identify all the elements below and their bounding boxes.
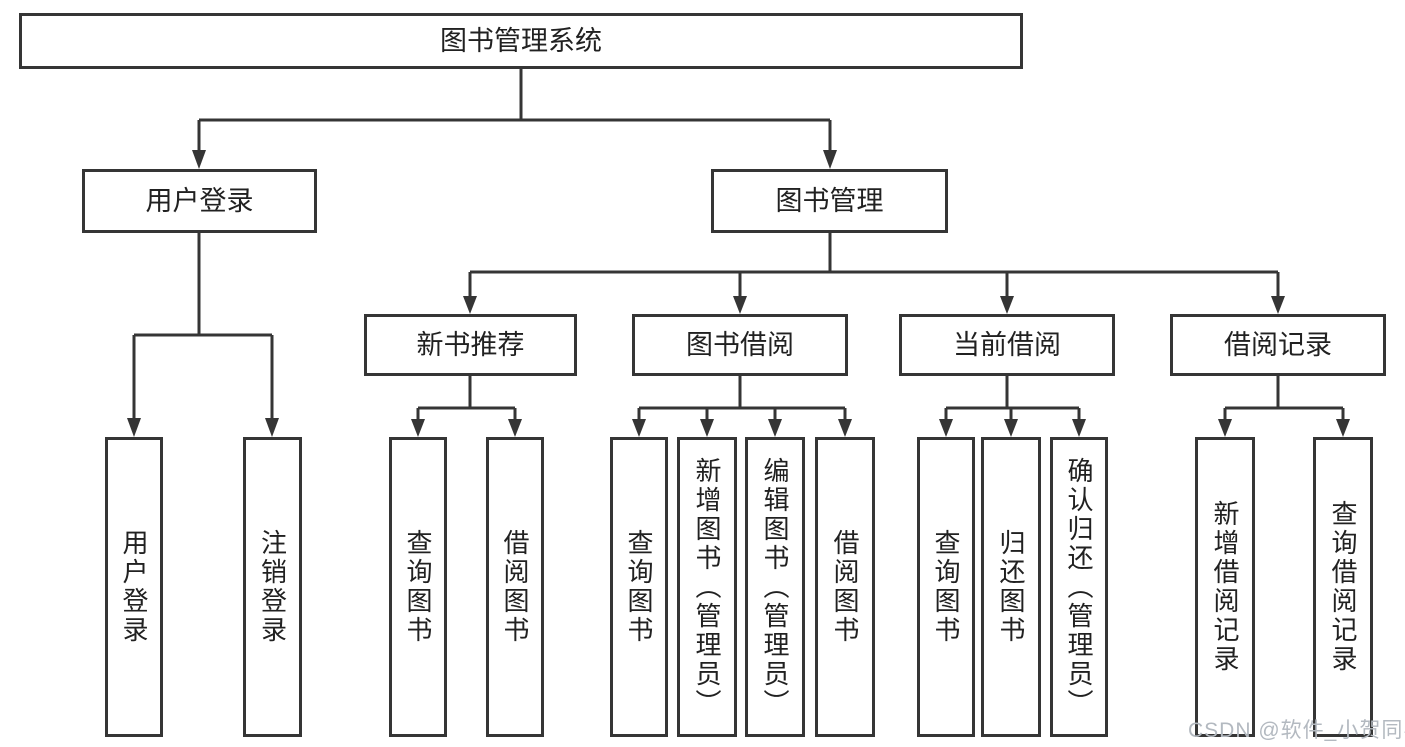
connector-book-borrow-branch	[637, 376, 847, 420]
node-book-borrow: 图书借阅	[632, 314, 848, 376]
arrow-down-icon	[463, 296, 477, 314]
arrow-down-icon	[1072, 419, 1086, 437]
arrow-down-icon	[768, 419, 782, 437]
node-new-book-recommend: 新书推荐	[364, 314, 577, 376]
leaf-query-borrow-record: 查询借阅记录	[1313, 437, 1373, 737]
arrowheads	[127, 150, 1350, 437]
arrow-down-icon	[508, 419, 522, 437]
connector-root-to-level1	[197, 69, 832, 152]
arrow-down-icon	[1336, 419, 1350, 437]
leaf-query-books-current: 查询图书	[917, 437, 975, 737]
arrow-down-icon	[1271, 296, 1285, 314]
node-borrow-record: 借阅记录	[1170, 314, 1386, 376]
node-root-library-system: 图书管理系统	[19, 13, 1023, 69]
connector-book-management-branch	[468, 233, 1280, 297]
connector-current-borrow-branch	[944, 376, 1081, 420]
leaf-user-login: 用户登录	[105, 437, 163, 737]
leaf-query-books-recommend: 查询图书	[389, 437, 447, 737]
arrow-down-icon	[265, 418, 279, 437]
leaf-edit-books-admin: 编辑图书（管理员）	[745, 437, 805, 737]
arrow-down-icon	[700, 419, 714, 437]
arrow-down-icon	[733, 296, 747, 314]
leaf-borrow-books-recommend: 借阅图书	[486, 437, 544, 737]
arrow-down-icon	[1218, 419, 1232, 437]
arrow-down-icon	[1000, 296, 1014, 314]
node-current-borrow: 当前借阅	[899, 314, 1115, 376]
arrow-down-icon	[1004, 419, 1018, 437]
node-book-management: 图书管理	[711, 169, 948, 233]
watermark: CSDN @软件_小贺同学	[1188, 719, 1405, 742]
arrow-down-icon	[411, 419, 425, 437]
leaf-confirm-return-admin: 确认归还（管理员）	[1050, 437, 1108, 737]
arrow-down-icon	[823, 150, 837, 169]
leaf-borrow-books: 借阅图书	[815, 437, 875, 737]
node-user-login: 用户登录	[82, 169, 317, 233]
arrow-down-icon	[939, 419, 953, 437]
connector-borrow-record-branch	[1223, 376, 1345, 420]
arrow-down-icon	[127, 418, 141, 437]
leaf-return-books: 归还图书	[981, 437, 1041, 737]
leaf-add-books-admin: 新增图书（管理员）	[677, 437, 737, 737]
arrow-down-icon	[838, 419, 852, 437]
leaf-logout: 注销登录	[243, 437, 302, 737]
leaf-add-borrow-record: 新增借阅记录	[1195, 437, 1255, 737]
arrow-down-icon	[632, 419, 646, 437]
leaf-query-books-borrow: 查询图书	[610, 437, 668, 737]
connector-new-book-branch	[416, 376, 517, 420]
arrow-down-icon	[192, 150, 206, 169]
connector-user-login-branch	[132, 233, 274, 420]
